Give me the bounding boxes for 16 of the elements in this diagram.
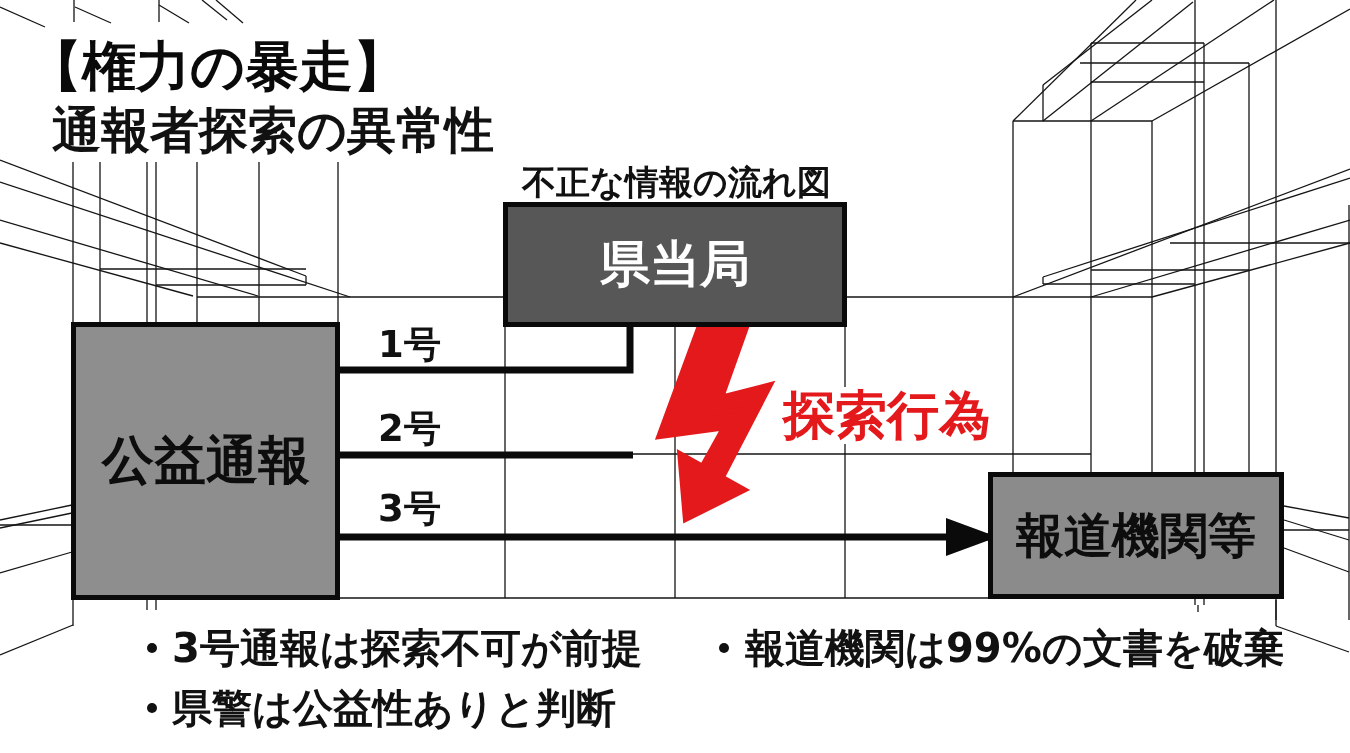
edge-label: 2号 xyxy=(378,409,441,450)
subtitle: 通報者探索の異常性 xyxy=(52,103,494,160)
bullet-text: 3号通報は探索不可が前提 xyxy=(172,625,642,671)
node-label: 県当局 xyxy=(600,235,750,294)
title: 【権力の暴走】 xyxy=(28,36,407,99)
node-label: 公益通報 xyxy=(101,431,310,491)
process-box xyxy=(988,472,1284,599)
node-label: 報道機関等 xyxy=(1016,507,1256,564)
connector-line xyxy=(340,327,634,374)
process-box xyxy=(503,202,847,327)
bullet-text: 県警は公益性ありと判断 xyxy=(172,685,616,731)
diagram-heading: 不正な情報の流れ図 xyxy=(521,163,831,203)
lightning-arrow xyxy=(654,324,776,524)
edge-label: 探索行為 xyxy=(783,387,991,445)
process-box xyxy=(71,322,340,600)
edge-label: 3号 xyxy=(378,489,441,530)
